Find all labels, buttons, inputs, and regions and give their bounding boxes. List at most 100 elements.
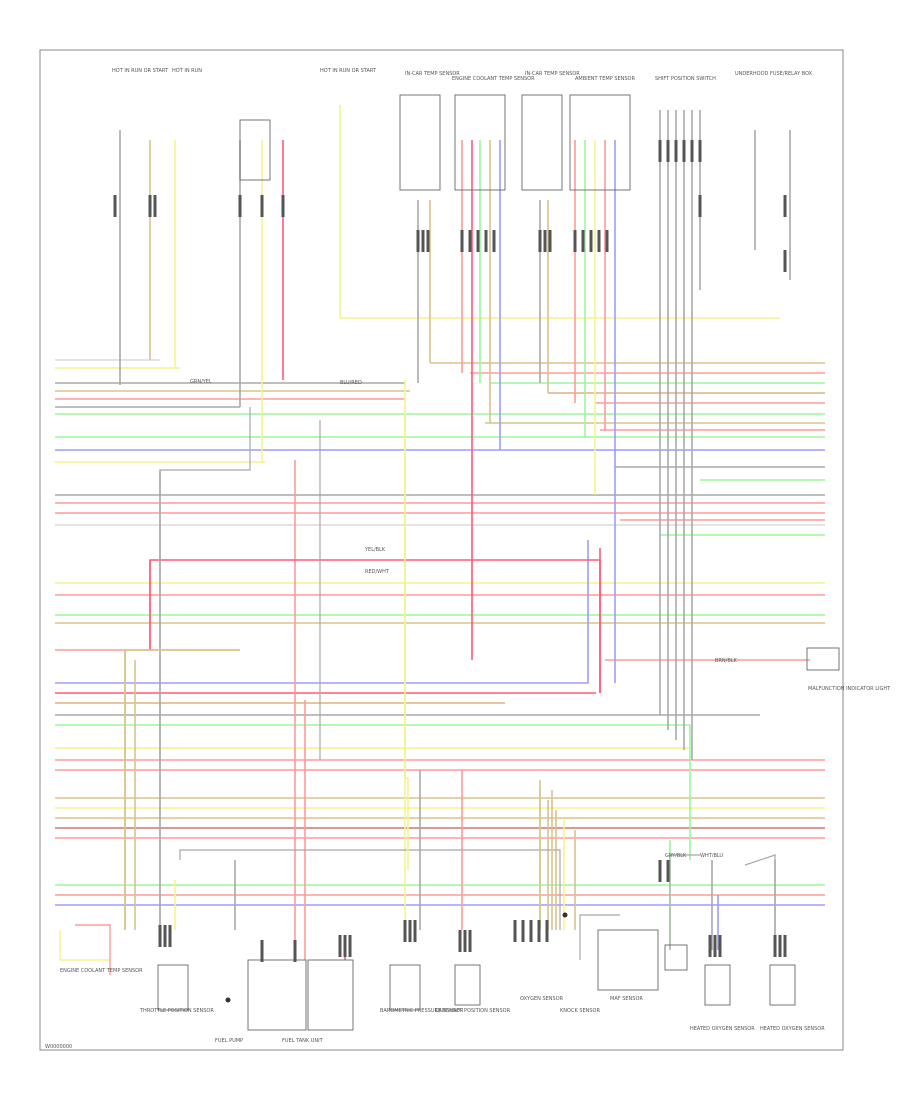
ground-point: [225, 997, 231, 1003]
connector-pin: [783, 250, 787, 272]
connector-pin: [484, 230, 488, 252]
top-label: AMBIENT TEMP SENSOR: [575, 76, 635, 82]
connector-pin: [238, 195, 242, 217]
connector-pin: [416, 230, 420, 252]
connector-pin: [666, 140, 670, 162]
connector-pin: [463, 930, 467, 952]
connector-pin: [421, 230, 425, 252]
oxygen-sensor-box: [704, 964, 731, 1006]
relay-box: [239, 119, 271, 181]
connector-pin: [168, 925, 172, 947]
connector-pin: [468, 230, 472, 252]
wire-label: RED/WHT: [365, 569, 390, 575]
bottom-label: HEATED OXYGEN SENSOR: [690, 1026, 755, 1032]
routed-wire: [404, 407, 409, 870]
top-label: HOT IN RUN OR START: [320, 68, 377, 74]
connector-pin: [158, 925, 162, 947]
fuel-tank-unit-box: [307, 959, 354, 1031]
routed-wire: [75, 924, 111, 975]
temp-sensor-box: [454, 94, 506, 191]
connector-pin: [426, 230, 430, 252]
wire-label: GRN/YEL: [190, 379, 212, 385]
connector-pin: [458, 930, 462, 952]
connector-pin: [545, 920, 549, 942]
side-label: MALFUNCTION INDICATOR LIGHT: [808, 686, 891, 692]
connector-pin: [348, 935, 352, 957]
connector-pin: [413, 920, 417, 942]
routed-wire: [159, 407, 251, 930]
connector-pin: [513, 920, 517, 942]
connector-pin: [548, 230, 552, 252]
connector-pin: [713, 935, 717, 957]
connector-pin: [260, 940, 264, 962]
bottom-label: ENGINE COOLANT TEMP SENSOR: [60, 968, 143, 974]
connector-pin: [674, 140, 678, 162]
sensor-box: [157, 964, 189, 1011]
connector-pin: [521, 920, 525, 942]
knock-sensor-box: [664, 944, 688, 971]
top-label: ENGINE COOLANT TEMP SENSOR: [452, 76, 535, 82]
diagram-border: [39, 49, 844, 1051]
bottom-label: CAMSHAFT POSITION SENSOR: [435, 1008, 511, 1014]
top-label: IN-CAR TEMP SENSOR: [525, 71, 580, 77]
connector-pin: [718, 935, 722, 957]
connector-pin: [408, 920, 412, 942]
bottom-label: FUEL TANK UNIT: [282, 1038, 324, 1044]
connector-pin: [589, 230, 593, 252]
splice-point: [562, 912, 568, 918]
routed-wire: [59, 930, 110, 961]
connector-pin: [783, 195, 787, 217]
connector-pin: [148, 195, 152, 217]
connector-pin: [698, 140, 702, 162]
indicator-light-box: [806, 647, 840, 671]
connector-pin: [153, 195, 157, 217]
connector-pin: [460, 230, 464, 252]
connector-pin: [260, 195, 264, 217]
connector-pin: [581, 230, 585, 252]
connector-pin: [543, 230, 547, 252]
sensor-box: [454, 964, 481, 1006]
connector-pin: [773, 935, 777, 957]
connector-pin: [783, 935, 787, 957]
oxygen-sensor-box: [769, 964, 796, 1006]
connector-pin: [343, 935, 347, 957]
connector-pin: [666, 860, 670, 882]
connector-pin: [708, 935, 712, 957]
top-label: SHIFT POSITION SWITCH: [655, 76, 716, 82]
connector-pin: [573, 230, 577, 252]
connector-pin: [682, 140, 686, 162]
temp-sensor-box: [521, 94, 563, 191]
routed-wire: [149, 559, 601, 693]
bottom-label: OXYGEN SENSOR: [520, 996, 564, 1002]
bottom-label: MAF SENSOR: [610, 996, 643, 1002]
connector-pin: [538, 230, 542, 252]
connector-pin: [281, 195, 285, 217]
routed-wire: [179, 849, 561, 930]
connector-pin: [698, 195, 702, 217]
connector-pin: [338, 935, 342, 957]
connector-pin: [468, 930, 472, 952]
connector-pin: [658, 140, 662, 162]
temp-sensor-box: [569, 94, 631, 191]
wire-bundle: [55, 105, 825, 975]
component-group: [113, 94, 840, 1031]
routed-wire: [744, 854, 776, 930]
top-label: HOT IN RUN: [172, 68, 202, 74]
wire-label: GRY/BLK: [665, 853, 687, 859]
connector-pin: [658, 860, 662, 882]
connector-pin: [293, 940, 297, 962]
wire-label: YEL/BLK: [364, 547, 386, 553]
wire-label: WHT/BLU: [700, 853, 723, 859]
connector-pin: [163, 925, 167, 947]
bottom-label: BAROMETRIC PRESSURE SENSOR: [380, 1008, 464, 1014]
connector-pin: [529, 920, 533, 942]
routed-wire: [669, 854, 700, 950]
sensor-box: [389, 964, 421, 1011]
connector-pin: [113, 195, 117, 217]
wire-label: BRN/BLK: [715, 658, 738, 664]
connector-pin: [403, 920, 407, 942]
connector-pin: [476, 230, 480, 252]
bottom-label: KNOCK SENSOR: [560, 1008, 600, 1014]
